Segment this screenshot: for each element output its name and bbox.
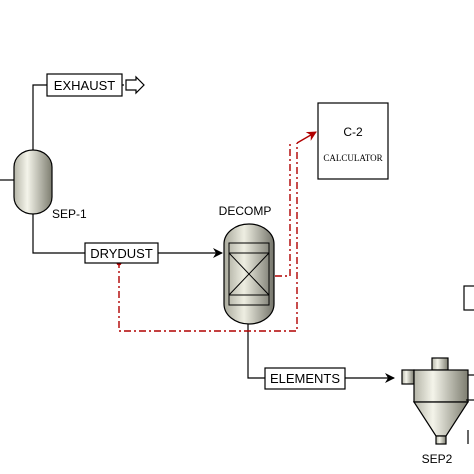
- exhaust-label-text: EXHAUST: [54, 78, 115, 93]
- exhaust-outlet-icon: [125, 75, 145, 95]
- elements-stream-label[interactable]: ELEMENTS: [264, 367, 346, 390]
- sep2-label: SEP2: [422, 452, 453, 466]
- calculator-id: C-2: [343, 125, 363, 139]
- decomp-label: DECOMP: [219, 204, 272, 218]
- flash-drum-icon[interactable]: [13, 149, 53, 215]
- info-stream-drydust[interactable]: [118, 143, 298, 332]
- drydust-label-text: DRYDUST: [90, 246, 153, 261]
- reactor-packing: [228, 242, 270, 306]
- reactor-icon[interactable]: [223, 223, 275, 325]
- calculator-type: CALCULATOR: [323, 153, 382, 163]
- info-streams: [116, 131, 317, 332]
- info-stream-to-calculator[interactable]: [296, 131, 317, 144]
- offscreen-block-edge: [463, 285, 474, 311]
- drydust-stream-line[interactable]: [32, 212, 223, 258]
- drydust-stream-label[interactable]: DRYDUST: [84, 242, 159, 264]
- cyclone-separator-icon[interactable]: [401, 357, 470, 445]
- sep1-label: SEP-1: [52, 207, 87, 221]
- elements-label-text: ELEMENTS: [270, 371, 340, 386]
- calculator-block-icon[interactable]: C-2 CALCULATOR: [317, 102, 389, 180]
- exhaust-stream-label[interactable]: EXHAUST: [46, 73, 123, 97]
- info-stream-decomp[interactable]: [275, 143, 291, 277]
